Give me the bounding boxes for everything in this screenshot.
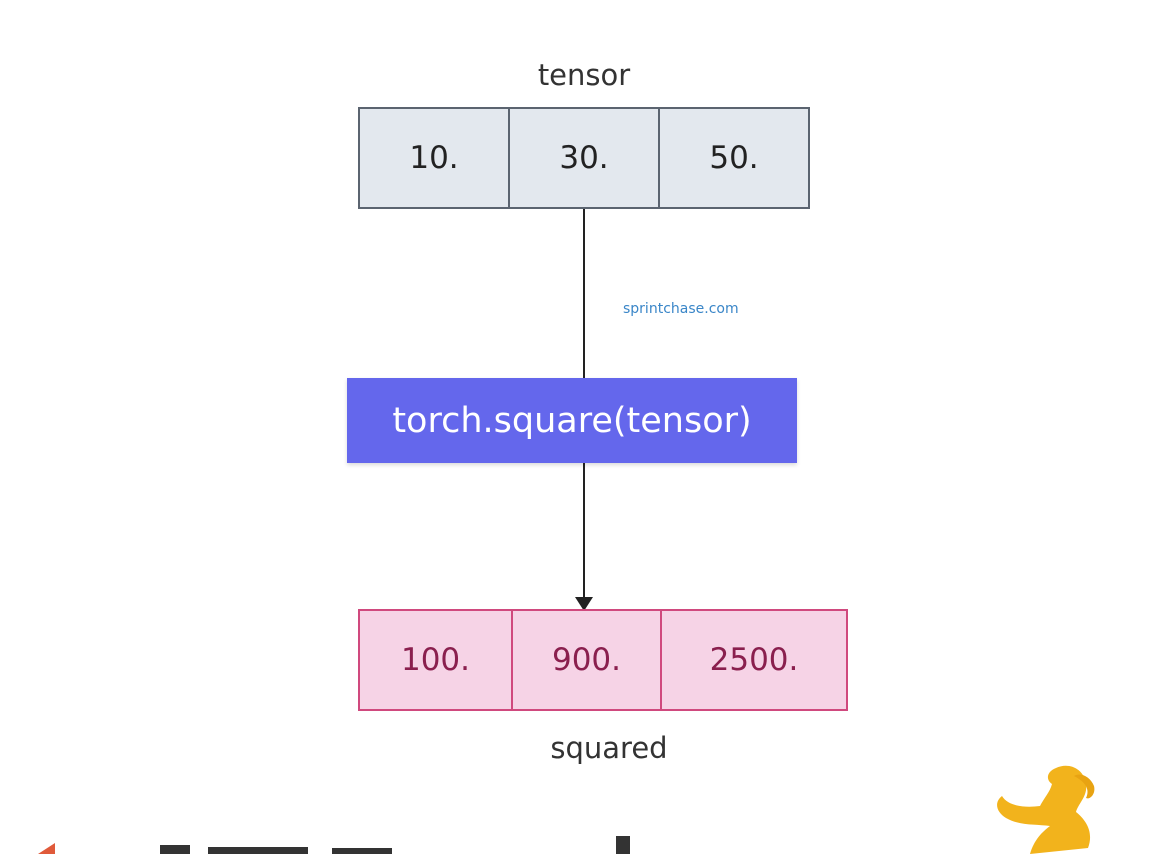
output-tensor: 100. 900. 2500. bbox=[358, 609, 848, 711]
output-cell: 2500. bbox=[660, 611, 846, 709]
input-tensor-label: tensor bbox=[537, 58, 631, 92]
watermark-text: sprintchase.com bbox=[623, 301, 739, 317]
operation-box: torch.square(tensor) bbox=[347, 378, 797, 463]
input-cell: 30. bbox=[508, 109, 658, 207]
output-cell: 100. bbox=[400, 642, 471, 678]
input-cell: 10. bbox=[409, 140, 459, 176]
mascot-logo-icon bbox=[997, 765, 1095, 854]
input-cell: 50. bbox=[658, 109, 808, 207]
input-tensor: 10. 30. 50. bbox=[358, 107, 810, 209]
output-cell: 900. bbox=[511, 611, 660, 709]
arrowhead-icon bbox=[575, 597, 593, 611]
output-tensor-label: squared bbox=[550, 731, 668, 765]
